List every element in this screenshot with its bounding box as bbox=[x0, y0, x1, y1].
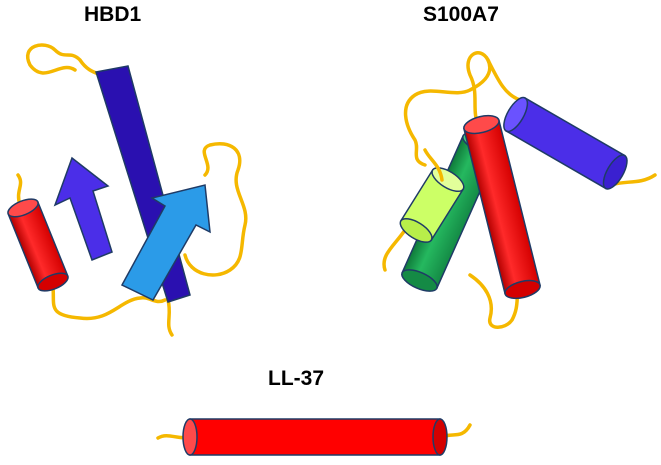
hbd1-strand-purple bbox=[53, 156, 113, 261]
s100a7-structure bbox=[382, 51, 657, 329]
hbd1-structure bbox=[7, 43, 248, 337]
s100a7-loop-over bbox=[423, 148, 444, 182]
hbd1-loop-left bbox=[16, 173, 23, 207]
hbd1-strand-lightblue bbox=[120, 184, 211, 301]
hbd1-loop-top bbox=[26, 43, 112, 82]
hbd1-title: HBD1 bbox=[84, 3, 142, 26]
s100a7-loop-left bbox=[382, 228, 407, 272]
s100a7-title: S100A7 bbox=[423, 3, 499, 26]
s100a7-helix-red bbox=[463, 114, 541, 300]
hbd1-helix bbox=[7, 198, 69, 292]
s100a7-loop-top bbox=[403, 51, 492, 167]
s100a7-loop-bottom bbox=[468, 273, 522, 329]
ll37-helix bbox=[182, 418, 448, 456]
hbd1-loop-right bbox=[183, 142, 248, 277]
ll37-structure bbox=[156, 418, 472, 456]
s100a7-helix-yellowgreen bbox=[399, 167, 465, 243]
ll37-title: LL-37 bbox=[268, 367, 325, 390]
hbd1-loop-tail bbox=[166, 298, 174, 337]
s100a7-loop-connector bbox=[486, 58, 522, 102]
s100a7-helix-purple bbox=[503, 96, 628, 190]
